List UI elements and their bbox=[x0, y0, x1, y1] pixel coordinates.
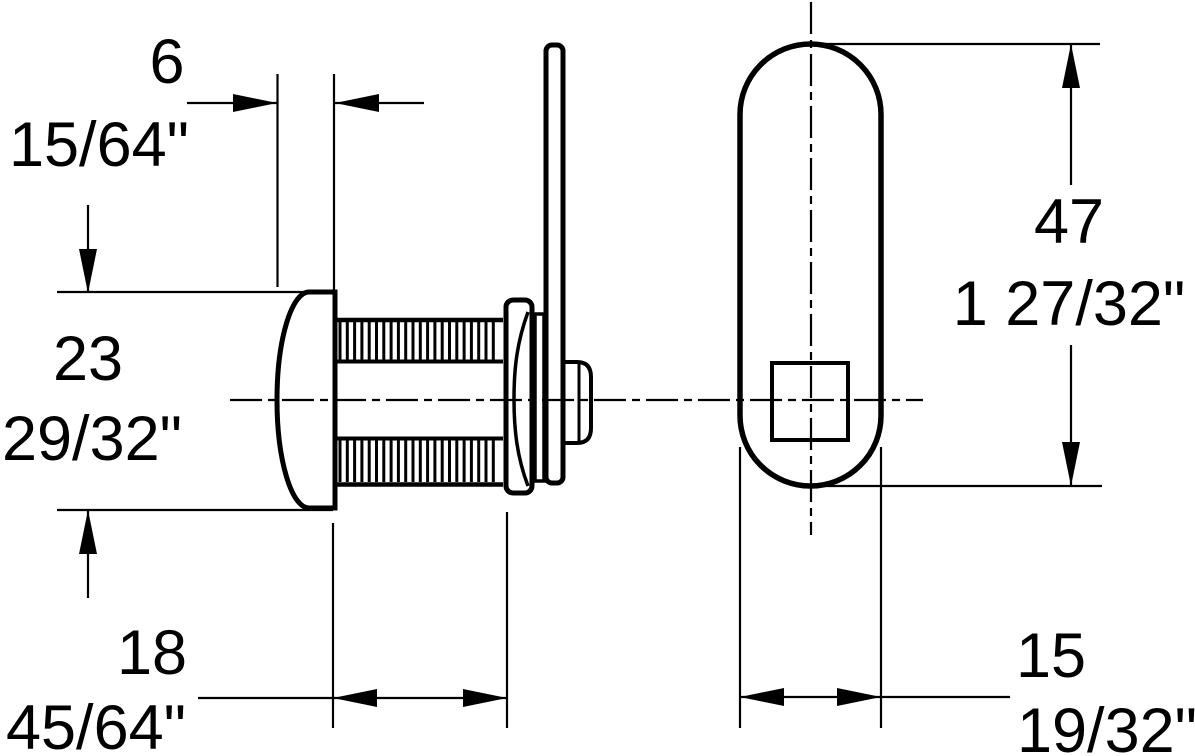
arrow-15-right bbox=[837, 688, 881, 706]
dim-head-protrusion-imperial: 15/64" bbox=[9, 110, 189, 180]
dim-cam-height-metric: 47 bbox=[1034, 187, 1104, 257]
thread-hatching bbox=[338, 322, 495, 482]
dim-body-length-metric: 18 bbox=[117, 618, 187, 688]
arrow-23-bottom bbox=[79, 510, 97, 554]
dim-head-diameter-imperial: 29/32" bbox=[2, 404, 182, 474]
arrow-47-bottom bbox=[1062, 442, 1080, 486]
side-view bbox=[274, 42, 593, 511]
dim-cam-width-imperial: 19/32" bbox=[1017, 696, 1195, 756]
dim-head-diameter-metric: 23 bbox=[53, 324, 123, 394]
cam-blade-side bbox=[543, 42, 566, 486]
mounting-nut bbox=[503, 297, 535, 496]
dim-body-length-imperial: 45/64" bbox=[6, 693, 186, 756]
dim-cam-height-imperial: 1 27/32" bbox=[953, 269, 1186, 339]
dim-cam-width-metric: 15 bbox=[1016, 621, 1086, 691]
arrowheads bbox=[79, 44, 1080, 707]
rear-boss bbox=[558, 360, 593, 445]
arrow-18-right bbox=[463, 689, 507, 707]
arrow-47-top bbox=[1062, 44, 1080, 88]
washer bbox=[533, 312, 546, 483]
arrow-6-left bbox=[233, 94, 277, 112]
arrow-23-top bbox=[79, 249, 97, 293]
arrow-18-left bbox=[333, 689, 377, 707]
dim-head-protrusion-metric: 6 bbox=[149, 27, 184, 97]
arrow-6-right bbox=[335, 94, 379, 112]
centerlines bbox=[230, 2, 923, 535]
arrow-15-left bbox=[740, 688, 784, 706]
